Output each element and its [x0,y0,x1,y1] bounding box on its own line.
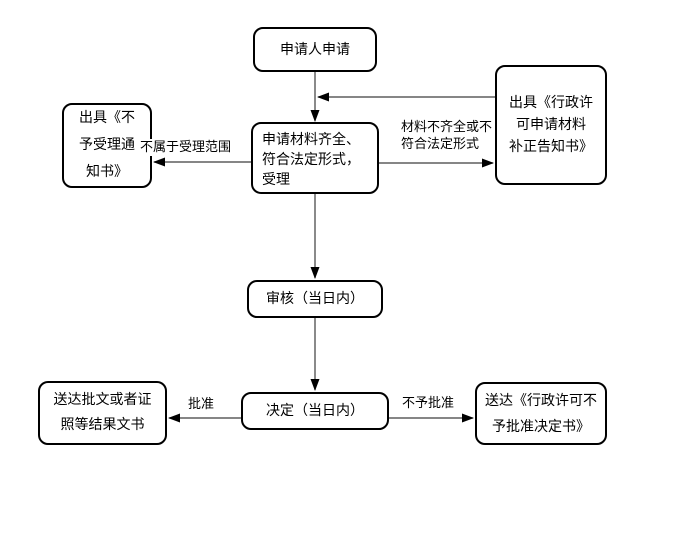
edge-label-not-in-scope: 不属于受理范围 [140,139,232,156]
node-deliver-denial-decision: 送达《行政许可不 予批准决定书》 [475,382,607,445]
node-deliver-approval-documents: 送达批文或者证 照等结果文书 [38,381,167,445]
node-correction-notice: 出具《行政许 可申请材料 补正告知书》 [495,65,607,185]
node-decision: 决定（当日内） [241,392,389,430]
node-review: 审核（当日内） [247,280,383,318]
node-applicant-application: 申请人申请 [253,27,377,72]
node-acceptance: 申请材料齐全、 符合法定形式， 受理 [251,122,379,194]
edge-label-approved: 批准 [188,396,215,413]
edge-label-not-approved: 不予批准 [402,395,455,412]
node-rejection-notice: 出具《不 予受理通 知书》 [62,103,152,188]
edge-label-materials-incomplete: 材料不齐全或不 符合法定形式 [401,119,493,153]
